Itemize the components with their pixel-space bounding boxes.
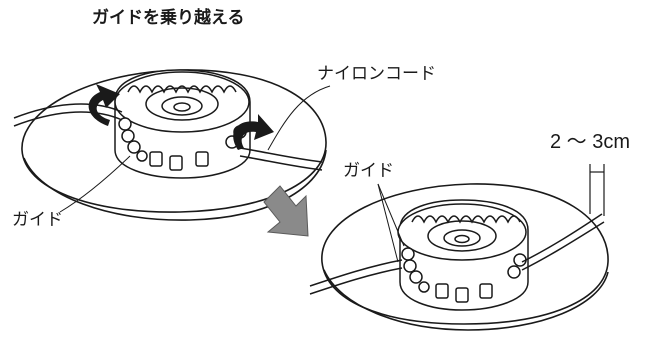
rotation-arrow-left <box>88 84 120 126</box>
right-spool <box>397 199 529 311</box>
label-nylon-cord: ナイロンコード <box>317 64 436 84</box>
page-title: ガイドを乗り越える <box>92 8 245 28</box>
length-dimension <box>589 164 605 216</box>
label-length: 2 ～ 3cm <box>550 131 631 153</box>
left-nylon-cord <box>13 85 331 213</box>
label-guide-right: ガイド <box>343 161 394 181</box>
left-spool <box>114 69 251 179</box>
right-nylon-cord <box>309 183 605 295</box>
rotation-arrow-right <box>233 114 274 150</box>
down-right-arrow-icon <box>263 185 309 237</box>
label-guide-left: ガイド <box>12 210 63 230</box>
